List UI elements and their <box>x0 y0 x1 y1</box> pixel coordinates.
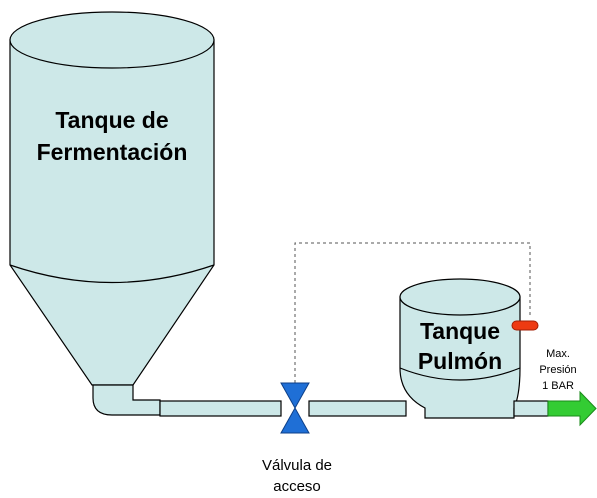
access-valve[interactable] <box>280 382 310 434</box>
buffer-tank-label-line2: Pulmón <box>418 348 502 374</box>
buffer-tank-top <box>399 278 521 316</box>
pressure-note-line2: Presión <box>539 364 576 376</box>
fermentation-tank-label-line2: Fermentación <box>37 139 188 165</box>
fermentation-tank-top <box>9 11 215 69</box>
fermentation-tank-body <box>9 39 215 386</box>
pipe-segment-inlet <box>159 400 282 417</box>
pressure-note-line3: 1 BAR <box>542 380 574 392</box>
buffer-tank-body <box>399 296 521 419</box>
outlet-arrow-icon <box>547 390 597 427</box>
buffer-tank-seam <box>399 367 521 381</box>
pipe-segment-outlet <box>513 400 549 417</box>
fermentation-tank-cone-seam <box>9 264 215 284</box>
buffer-tank: Tanque Pulmón <box>399 278 521 419</box>
pressure-relief-valve[interactable] <box>511 320 539 331</box>
buffer-tank-label-line1: Tanque <box>420 318 500 344</box>
valve-lower-triangle <box>280 406 310 434</box>
valve-upper-triangle <box>280 382 310 410</box>
valve-label-line1: Válvula de <box>262 457 332 474</box>
valve-label-line2: acceso <box>273 478 321 495</box>
fermentation-tank-label-line1: Tanque de <box>55 107 168 133</box>
fermentation-tank: Tanque de Fermentación <box>9 11 215 386</box>
pipe-segment-middle <box>308 400 407 417</box>
pressure-note-line1: Max. <box>546 348 570 360</box>
fermentation-outlet-elbow <box>92 384 161 416</box>
